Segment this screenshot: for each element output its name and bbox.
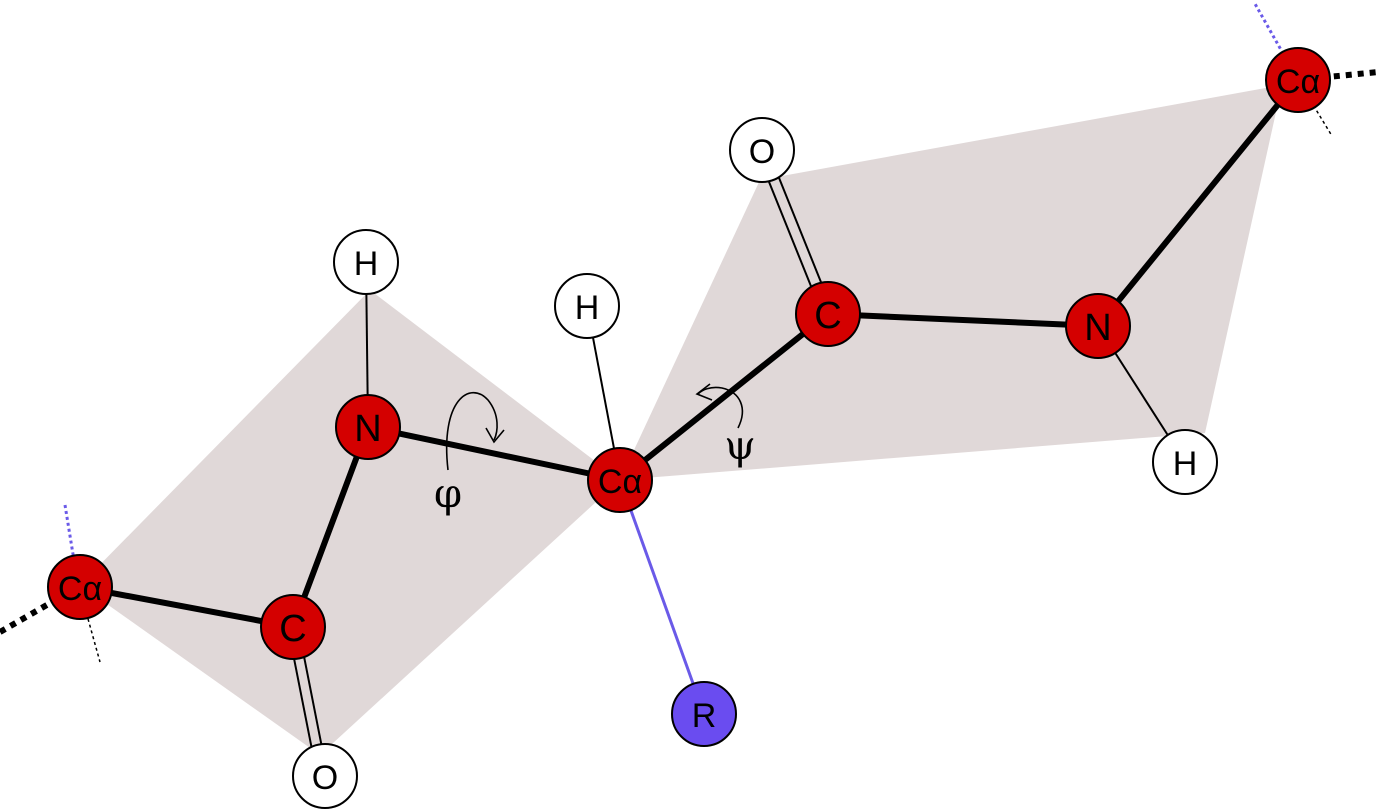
atom-c-right-label: C [814, 295, 841, 337]
phi-rotation-arrow [445, 391, 498, 471]
atom-r-label: R [692, 697, 717, 735]
atom-ca-center-label: Cα [598, 463, 642, 501]
atom-c-left-label: C [279, 608, 306, 650]
atom-o-right [729, 117, 795, 183]
bond-n-ca-right [1095, 77, 1301, 329]
bond-ca-c-center [617, 311, 831, 483]
atom-r-side-chain [671, 681, 737, 747]
peptide-plane-left [80, 290, 620, 755]
atom-ca-left-label: Cα [58, 570, 102, 608]
atom-h-right-label: H [1173, 445, 1198, 483]
bond-n-ca-center [365, 424, 623, 483]
atom-n-right-label: N [1084, 307, 1111, 349]
atom-ca-center [587, 447, 653, 513]
atom-o-left [292, 743, 358, 809]
atom-h-center [554, 273, 620, 339]
bond-ca-c-left [77, 584, 296, 630]
atom-ca-right-label: Cα [1276, 63, 1320, 101]
psi-angle-label: ψ [724, 423, 755, 469]
atom-n-right [1065, 293, 1131, 359]
phi-arrowhead [485, 427, 505, 444]
atom-o-left-label: O [312, 759, 338, 797]
atom-n-left [335, 394, 401, 460]
atom-h-left-label: H [354, 245, 379, 283]
peptide-plane-right [620, 85, 1282, 480]
atom-ca-right [1265, 47, 1331, 113]
atom-h-left [333, 229, 399, 295]
atom-c-right [795, 281, 861, 347]
atom-ca-left [47, 554, 113, 620]
bond-c-n-left [290, 424, 371, 630]
atom-n-left-label: N [354, 408, 381, 450]
bond-c-n-right [825, 311, 1101, 329]
bond-ca-r [618, 479, 706, 715]
atom-o-right-label: O [749, 133, 775, 171]
atom-c-left [260, 594, 326, 660]
psi-arrowhead [695, 383, 713, 401]
atom-h-right [1152, 429, 1218, 495]
phi-angle-label: φ [434, 471, 462, 517]
atom-h-center-label: H [575, 289, 600, 327]
